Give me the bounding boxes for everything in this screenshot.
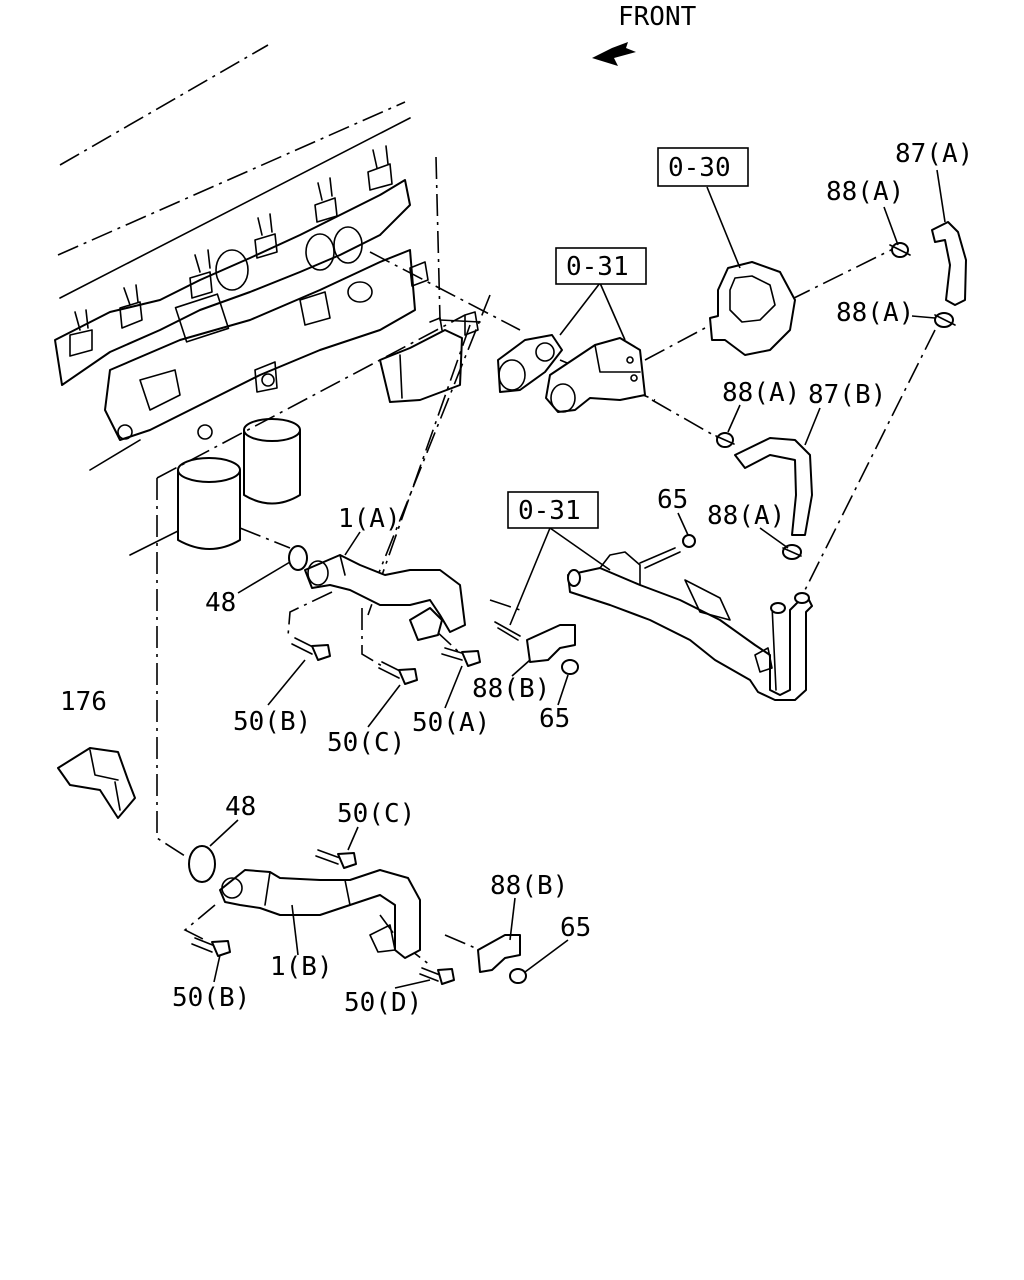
callout-65-mid: 65: [539, 704, 570, 734]
pipe-1a: [304, 554, 466, 641]
callout-1b: 1(B): [270, 952, 333, 982]
bracket-88b-bottom: [477, 934, 521, 973]
svg-text:0-31: 0-31: [518, 496, 581, 526]
assembly-lines: [156, 247, 936, 966]
svg-text:0-31: 0-31: [566, 252, 629, 282]
callout-88a-top: 88(A): [826, 177, 904, 207]
hose-87a: [931, 221, 967, 306]
front-arrow-icon: [592, 42, 636, 66]
bracket-88b-top: [526, 624, 576, 663]
bolt-50a: [441, 647, 481, 667]
leader-lines: [209, 169, 946, 989]
callout-50d: 50(D): [344, 988, 422, 1018]
callout-50c-bottom: 50(C): [337, 799, 415, 829]
hose-clamp-88a-left: [715, 432, 735, 448]
callout-88b-bottom: 88(B): [490, 871, 568, 901]
reference-0-30[interactable]: 0-30: [657, 147, 749, 187]
callout-50b-top: 50(B): [233, 707, 311, 737]
reference-0-31-top[interactable]: 0-31: [555, 247, 647, 285]
callout-65-bottom: 65: [560, 913, 591, 943]
hose-clamp-88a-mid: [934, 312, 956, 328]
filter-can-left: [177, 457, 241, 550]
callout-88a-left: 88(A): [722, 378, 800, 408]
thermostat-cover: [709, 261, 796, 356]
callout-50c-top: 50(C): [327, 728, 405, 758]
front-label: FRONT: [618, 2, 697, 32]
bolt-50c-bottom: [315, 849, 357, 869]
callout-50b-bottom: 50(B): [172, 983, 250, 1013]
callout-88a-right: 88(A): [707, 501, 785, 531]
pipe-1b: [219, 869, 421, 959]
filter-can-right: [243, 418, 301, 505]
callout-176: 176: [60, 687, 107, 717]
callout-88a-mid: 88(A): [836, 298, 914, 328]
nut-65-mid: [561, 659, 579, 675]
bolt-50d: [419, 967, 455, 985]
gasket-plate: [497, 334, 563, 393]
bolt-50c-top: [378, 661, 418, 685]
water-pipe-assembly: [567, 534, 813, 701]
nut-65-bottom: [509, 968, 527, 984]
engine-block: [54, 44, 481, 556]
callout-87b: 87(B): [808, 380, 886, 410]
bracket-176: [57, 747, 136, 819]
callout-65-top: 65: [657, 485, 688, 515]
callout-48-top: 48: [205, 588, 236, 618]
callout-88b-top: 88(B): [472, 674, 550, 704]
bolt-50b-bottom: [191, 937, 231, 957]
callout-1a: 1(A): [338, 504, 401, 534]
stud: [494, 621, 521, 641]
gasket-48-bottom: [188, 845, 216, 883]
callout-48-bottom: 48: [225, 792, 256, 822]
svg-text:0-30: 0-30: [668, 153, 731, 183]
hose-87b: [734, 437, 813, 536]
bolt-50b-top: [291, 637, 331, 661]
thermostat-housing: [545, 337, 646, 413]
hose-clamp-88a-top: [889, 242, 911, 258]
callout-87a: 87(A): [895, 139, 973, 169]
callout-50a: 50(A): [412, 708, 490, 738]
reference-0-31-mid[interactable]: 0-31: [507, 491, 599, 529]
gasket-48-top: [288, 545, 308, 571]
